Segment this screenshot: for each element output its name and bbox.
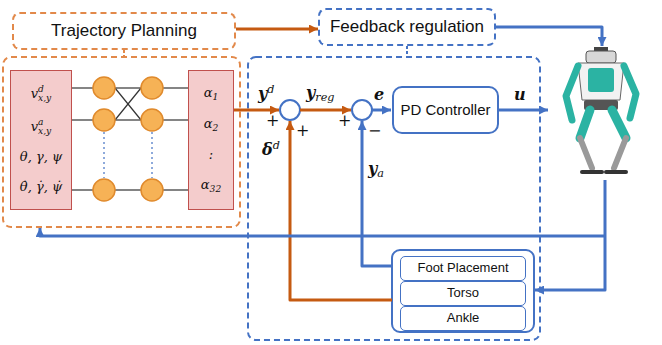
layer-text: vax,y: [31, 118, 52, 136]
section-heading: Feedback regulation: [318, 8, 496, 46]
symbol: y: [258, 84, 267, 103]
feedback-group: [392, 250, 534, 332]
signal-name: u: [514, 86, 526, 104]
subscript: 32: [210, 184, 222, 194]
symbol: y: [368, 159, 377, 178]
section-heading: Trajectory Planning: [12, 12, 236, 50]
sign-mark: +: [338, 112, 351, 130]
subscript: 2: [212, 123, 218, 133]
layer-text: α1: [204, 86, 219, 102]
layer-text: :: [209, 148, 213, 163]
symbol: v: [31, 86, 38, 101]
box-label: PD Controller: [400, 101, 490, 118]
signal-wire: [372, 109, 391, 112]
signal-name: δd: [262, 140, 280, 159]
symbol: δ: [262, 140, 273, 159]
layer-text: θ̇, γ̇, ψ̇: [20, 180, 62, 195]
signal-wire: [362, 121, 392, 266]
superscript: a: [38, 118, 51, 127]
signal-wire: [40, 228, 605, 236]
box-label: Torso: [447, 286, 479, 301]
summing-junction: [280, 100, 300, 120]
signal-name: e: [374, 86, 384, 104]
box-label: Ankle: [447, 311, 480, 326]
feedback-box: Foot Placement: [400, 256, 526, 281]
regulation-region: [248, 57, 540, 340]
subscript: a: [377, 167, 384, 180]
planning-region: [3, 57, 240, 227]
signal-wire: [290, 121, 392, 300]
sign-mark: −: [368, 122, 381, 140]
box-label: Foot Placement: [417, 261, 508, 276]
layer-text: vdx,y: [31, 85, 52, 103]
symbol: α: [204, 85, 213, 100]
layer-text: α32: [201, 178, 221, 194]
symbol: v: [31, 118, 38, 133]
output-layer: α1α2:α32: [188, 70, 234, 210]
symbol: α: [201, 177, 210, 192]
script-stack: ax,y: [38, 118, 51, 136]
signal-name: yd: [258, 84, 274, 103]
input-layer: vdx,yvax,yθ, γ, ψθ̇, γ̇, ψ̇: [10, 70, 72, 210]
signal-name: yreg: [306, 84, 334, 105]
signal-wire: [496, 27, 602, 46]
signal-name: ya: [368, 160, 384, 181]
box-label: Trajectory Planning: [51, 21, 197, 41]
subscript: x,y: [38, 94, 51, 103]
robot-illustration: [566, 47, 636, 172]
subscript: x,y: [38, 127, 51, 136]
neuron: [93, 77, 163, 201]
summing-junction: [352, 100, 372, 120]
symbol: y: [306, 83, 315, 102]
process-box: PD Controller: [392, 86, 499, 134]
superscript: d: [267, 83, 274, 96]
feedback-box: Ankle: [400, 306, 526, 331]
symbol: α: [204, 116, 213, 131]
sign-mark: +: [266, 112, 279, 130]
script-stack: dx,y: [38, 85, 51, 103]
subscript: 1: [212, 92, 218, 102]
box-label: Feedback regulation: [330, 17, 484, 37]
region-tie: [406, 46, 408, 57]
subscript: reg: [315, 91, 334, 104]
layer-text: θ, γ, ψ: [20, 150, 62, 165]
symbol: e: [374, 85, 384, 104]
superscript: d: [273, 139, 280, 152]
signal-wire: [498, 109, 548, 112]
network-links: [72, 88, 188, 190]
layer-text: α2: [204, 117, 219, 133]
region-tie: [123, 50, 125, 57]
superscript: d: [38, 85, 51, 94]
sign-mark: +: [296, 122, 309, 140]
flow-arrow: [236, 28, 318, 31]
symbol: u: [514, 85, 526, 104]
feedback-box: Torso: [400, 281, 526, 306]
